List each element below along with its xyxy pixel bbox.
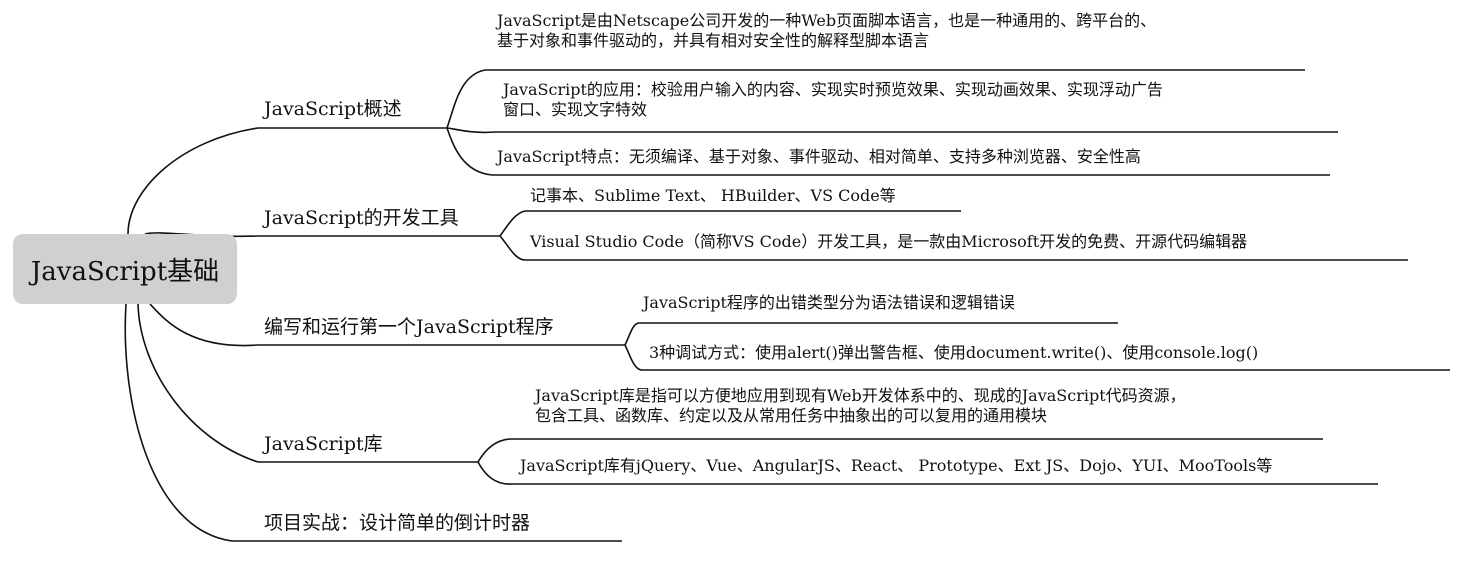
branch-node-library: JavaScript库: [264, 433, 383, 455]
connector-b0-c0: [446, 69, 486, 129]
leaf-text-line: 基于对象和事件驱动的，并具有相对安全性的解释型脚本语言: [497, 31, 930, 50]
connector-root-branch-2: [149, 303, 259, 347]
connector-b0-c2: [446, 127, 493, 176]
branch-node-project: 项目实战：设计简单的倒计时器: [264, 512, 531, 534]
connector-b3-c1: [477, 461, 513, 485]
connector-b2-c1: [624, 344, 643, 371]
leaf-node-library-list: JavaScript库有jQuery、Vue、AngularJS、React、 …: [520, 456, 1272, 476]
leaf-text-line: JavaScript是由Netscape公司开发的一种Web页面脚本语言，也是一…: [497, 11, 1157, 30]
connector-b3-c0: [477, 438, 511, 463]
leaf-text-line: 包含工具、函数库、约定以及从常用任务中抽象出的可以复用的通用模块: [535, 406, 1048, 425]
leaf-text-line: 3种调试方式：使用alert()弹出警告框、使用document.write()…: [649, 343, 1259, 362]
leaf-text-line: JavaScript的应用：校验用户输入的内容、实现实时预览效果、实现动画效果、…: [503, 80, 1163, 99]
leaf-text-line: JavaScript特点：无须编译、基于对象、事件驱动、相对简单、支持多种浏览器…: [497, 147, 1141, 166]
leaf-node-library-definition: JavaScript库是指可以方便地应用到现有Web开发体系中的、现成的Java…: [535, 386, 1186, 426]
connector-b2-c0: [624, 322, 639, 346]
connector-b1-c1: [499, 235, 526, 261]
leaf-text-line: JavaScript程序的出错类型分为语法错误和逻辑错误: [643, 293, 1015, 312]
leaf-node-debugging: 3种调试方式：使用alert()弹出警告框、使用document.write()…: [649, 343, 1258, 363]
connector-root-branch-3: [137, 303, 259, 463]
leaf-node-applications: JavaScript的应用：校验用户输入的内容、实现实时预览效果、实现动画效果、…: [503, 80, 1163, 120]
leaf-text-line: JavaScript库有jQuery、Vue、AngularJS、React、 …: [520, 456, 1273, 475]
leaf-node-error-types: JavaScript程序的出错类型分为语法错误和逻辑错误: [643, 293, 1015, 313]
connector-b0-c1: [446, 127, 496, 134]
leaf-node-vscode: Visual Studio Code（简称VS Code）开发工具，是一款由Mi…: [530, 232, 1247, 252]
branch-node-first-program: 编写和运行第一个JavaScript程序: [264, 316, 554, 338]
branch-node-dev-tools: JavaScript的开发工具: [264, 207, 459, 229]
root-node: JavaScript基础: [13, 234, 237, 304]
leaf-text-line: JavaScript库是指可以方便地应用到现有Web开发体系中的、现成的Java…: [535, 386, 1186, 405]
connector-root-branch-4: [124, 303, 233, 542]
connector-b1-c0: [499, 210, 526, 237]
leaf-text-line: 记事本、Sublime Text、 HBuilder、VS Code等: [530, 186, 896, 205]
leaf-node-editors: 记事本、Sublime Text、 HBuilder、VS Code等: [530, 186, 896, 206]
connector-root-branch-0: [127, 127, 259, 235]
leaf-text-line: 窗口、实现文字特效: [503, 100, 648, 119]
leaf-text-line: Visual Studio Code（简称VS Code）开发工具，是一款由Mi…: [530, 232, 1248, 251]
branch-node-overview: JavaScript概述: [264, 98, 402, 120]
leaf-node-features: JavaScript特点：无须编译、基于对象、事件驱动、相对简单、支持多种浏览器…: [497, 147, 1141, 167]
leaf-node-definition: JavaScript是由Netscape公司开发的一种Web页面脚本语言，也是一…: [497, 11, 1156, 51]
